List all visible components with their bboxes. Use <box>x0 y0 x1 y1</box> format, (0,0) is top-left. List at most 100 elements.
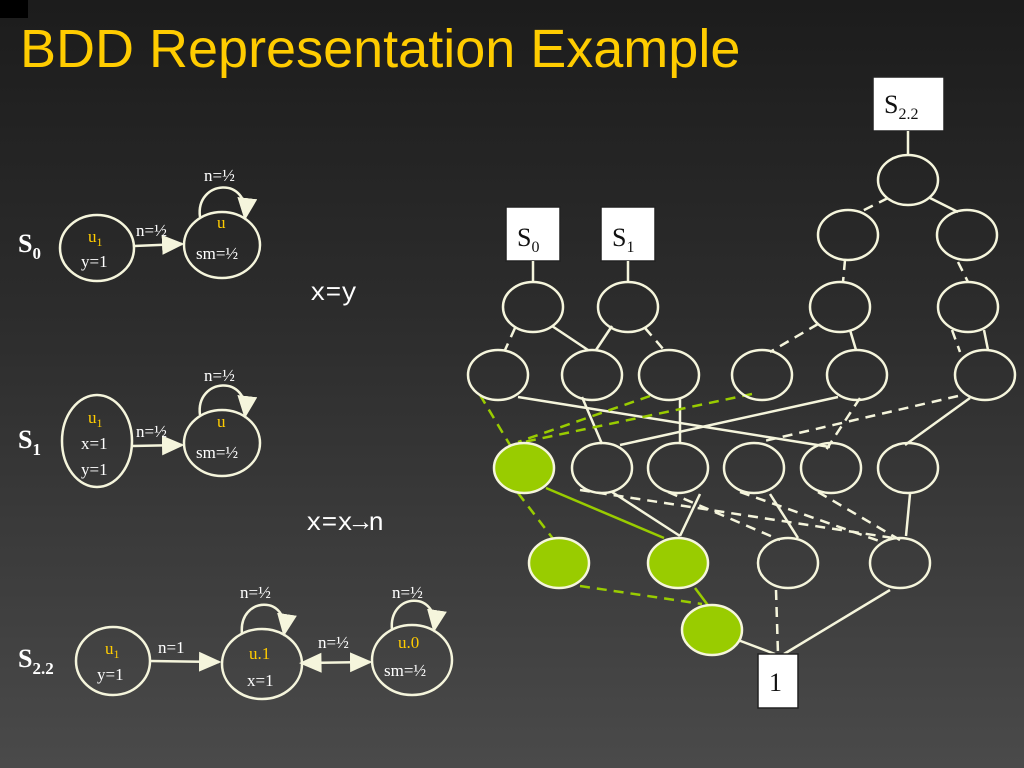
s1-label: S1 <box>18 425 41 459</box>
s22-state-u1-name: u1 <box>105 639 120 661</box>
bdd-root-s22-label: S2.2 <box>884 90 918 123</box>
bdd-node-highlight <box>492 441 556 495</box>
s1-edge-label: n=½ <box>136 422 167 441</box>
bdd-edge-low <box>579 488 894 540</box>
s0-state-u-name: u <box>217 213 226 232</box>
s0-label: S0 <box>18 229 41 263</box>
s0-loop-arrow <box>198 186 258 221</box>
bdd-node <box>722 441 786 495</box>
bdd-root-s0-label: S0 <box>517 223 539 256</box>
bdd-node <box>637 348 701 402</box>
bdd-edge-high <box>517 395 831 449</box>
bdd-node <box>808 280 872 334</box>
bdd-node <box>756 536 820 590</box>
s22-edge-bc-arrow <box>299 652 373 673</box>
bdd-edge-low <box>859 196 889 214</box>
s1-loop-arrow <box>198 384 258 419</box>
bdd-node <box>596 280 660 334</box>
bdd-edge-low-highlight <box>478 394 512 446</box>
bdd-node <box>935 208 999 262</box>
bdd-node <box>730 348 794 402</box>
s1-state-u1-line1: x=1 <box>81 434 108 453</box>
bdd-edge-low <box>956 261 970 283</box>
bdd-edge-low <box>667 490 781 542</box>
bdd-edge-high <box>768 493 800 539</box>
bdd-edge-high <box>929 196 959 214</box>
s0-loop-label: n=½ <box>204 166 235 185</box>
s1-state-u1 <box>60 393 134 489</box>
s22-loop-b-arrow <box>240 603 297 637</box>
bdd-edge-low-highlight <box>517 492 555 541</box>
bdd-node <box>560 348 624 402</box>
bdd-node-highlight <box>646 536 710 590</box>
s1-loop-label: n=½ <box>204 366 235 385</box>
bdd-node-highlight <box>527 536 591 590</box>
bdd-node <box>570 441 634 495</box>
bdd-edge-low-highlight <box>579 584 703 606</box>
s1-state-u-line1: sm=½ <box>196 443 238 462</box>
bdd-edge-high <box>904 396 971 447</box>
bdd-edge-low <box>824 397 862 451</box>
bdd-node <box>953 348 1017 402</box>
bdd-edge-high <box>783 588 891 656</box>
bdd-edge-low-highlight <box>517 394 651 444</box>
bdd-edge-high <box>982 329 990 351</box>
s22-label: S2.2 <box>18 644 54 678</box>
s22-edge-bc-label: n=½ <box>318 633 349 652</box>
bdd-edge-high <box>678 493 702 537</box>
bdd-diagram: S0 S1 S2.2 <box>466 76 1017 709</box>
bdd-edge-high <box>611 490 681 538</box>
bdd-node <box>816 208 880 262</box>
s0-state-u1-line1: y=1 <box>81 252 108 271</box>
bdd-edge-high <box>551 324 589 352</box>
s22-state-b-line1: x=1 <box>247 671 274 690</box>
bdd-edge-low <box>841 259 847 283</box>
s22-state-c-line1: sm=½ <box>384 661 426 680</box>
bdd-terminal-box <box>757 653 799 709</box>
bdd-node <box>466 348 530 402</box>
bdd-root-s0-box <box>505 206 561 262</box>
s1-edge-arrow <box>131 435 185 456</box>
bdd-node <box>646 441 710 495</box>
bdd-edge-high <box>848 329 858 351</box>
formula-eq1: x=y <box>310 278 357 308</box>
bdd-node <box>876 153 940 207</box>
s0-state-u1 <box>58 213 136 283</box>
bdd-edge-high <box>619 395 839 447</box>
bdd-node <box>876 441 940 495</box>
bdd-node <box>799 441 863 495</box>
s22-loop-b-label: n=½ <box>240 583 271 602</box>
bdd-edge-high-highlight <box>545 486 665 540</box>
s22-edge-ab-label: n=1 <box>158 638 185 657</box>
bdd-root-s1-box <box>600 206 656 262</box>
bdd-edge-low <box>774 589 780 655</box>
s22-state-b-name: u.1 <box>249 644 270 663</box>
bdd-node-highlight <box>680 603 744 657</box>
bdd-edge-low-highlight <box>523 392 753 444</box>
bdd-edge-low <box>769 322 819 354</box>
bdd-edge-low <box>503 327 517 351</box>
s1-state-u1-line2: y=1 <box>81 460 108 479</box>
bdd-node <box>825 348 889 402</box>
s22-edge-ab-arrow <box>149 651 222 672</box>
bdd-terminal-label: 1 <box>769 668 782 697</box>
s0-state-u1-name: u1 <box>88 227 103 249</box>
s22-state-u1 <box>74 625 152 697</box>
s22-loop-c-arrow <box>390 599 447 633</box>
bdd-edge-high <box>580 396 604 445</box>
s22-system: S2.2 u1 y=1 u.1 x=1 u.0 sm=½ n=1 n=½ n=½… <box>18 583 454 701</box>
bdd-edge-high <box>904 493 912 537</box>
bdd-node <box>936 280 1000 334</box>
bdd-node <box>501 280 565 334</box>
s1-system: S1 u1 x=1 y=1 u sm=½ n=½ n=½ <box>18 366 262 489</box>
bdd-node <box>868 536 932 590</box>
bdd-root-s1-label: S1 <box>612 223 634 256</box>
bdd-edge-low <box>759 394 959 444</box>
slide-title: BDD Representation Example <box>20 19 741 79</box>
formula-eq2: x=x→n <box>306 508 384 538</box>
s0-edge-arrow <box>133 234 185 255</box>
s0-system: S0 u1 y=1 u sm=½ n=½ n=½ <box>18 166 262 283</box>
bdd-edge-high <box>737 638 776 656</box>
s22-state-u1-line1: y=1 <box>97 665 124 684</box>
